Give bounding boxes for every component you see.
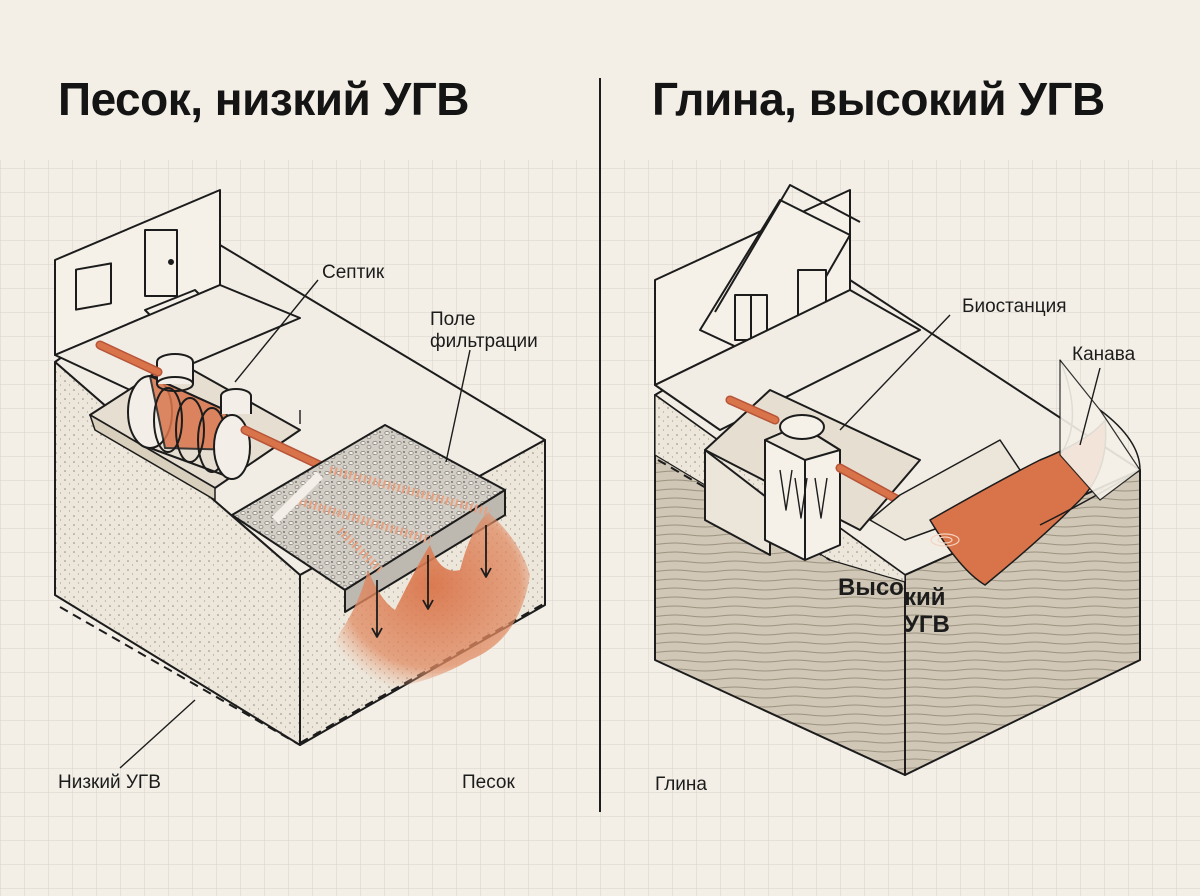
label-ditch: Канава bbox=[1072, 344, 1136, 365]
right-panel-title: Глина, высокий УГВ bbox=[652, 73, 1105, 125]
label-field-line1: Поле bbox=[430, 309, 476, 330]
label-low-gwl: Низкий УГВ bbox=[58, 772, 161, 793]
low-gwl-line bbox=[59, 606, 301, 746]
label-high-gwl-part1: Высо bbox=[838, 574, 904, 601]
left-leader-lines bbox=[119, 279, 471, 769]
right-leader-lines bbox=[839, 314, 1101, 446]
label-biostation: Биостанция bbox=[962, 296, 1067, 317]
label-septic: Септик bbox=[322, 262, 385, 283]
label-high-gwl-part2: кий bbox=[904, 584, 946, 611]
label-sand: Песок bbox=[462, 772, 515, 793]
infiltration-arrows bbox=[371, 525, 492, 638]
label-high-gwl-part3: УГВ bbox=[904, 611, 950, 638]
label-field-line2: фильтрации bbox=[430, 331, 538, 352]
house-left bbox=[54, 189, 301, 391]
septic-tank bbox=[127, 353, 252, 480]
distribution-pipes bbox=[271, 466, 492, 573]
right-diagram bbox=[654, 184, 1141, 776]
left-diagram bbox=[54, 189, 546, 769]
left-panel-title: Песок, низкий УГВ bbox=[58, 73, 470, 125]
label-clay: Глина bbox=[655, 774, 707, 795]
house-right bbox=[654, 184, 921, 431]
biostation-unit bbox=[764, 414, 841, 561]
